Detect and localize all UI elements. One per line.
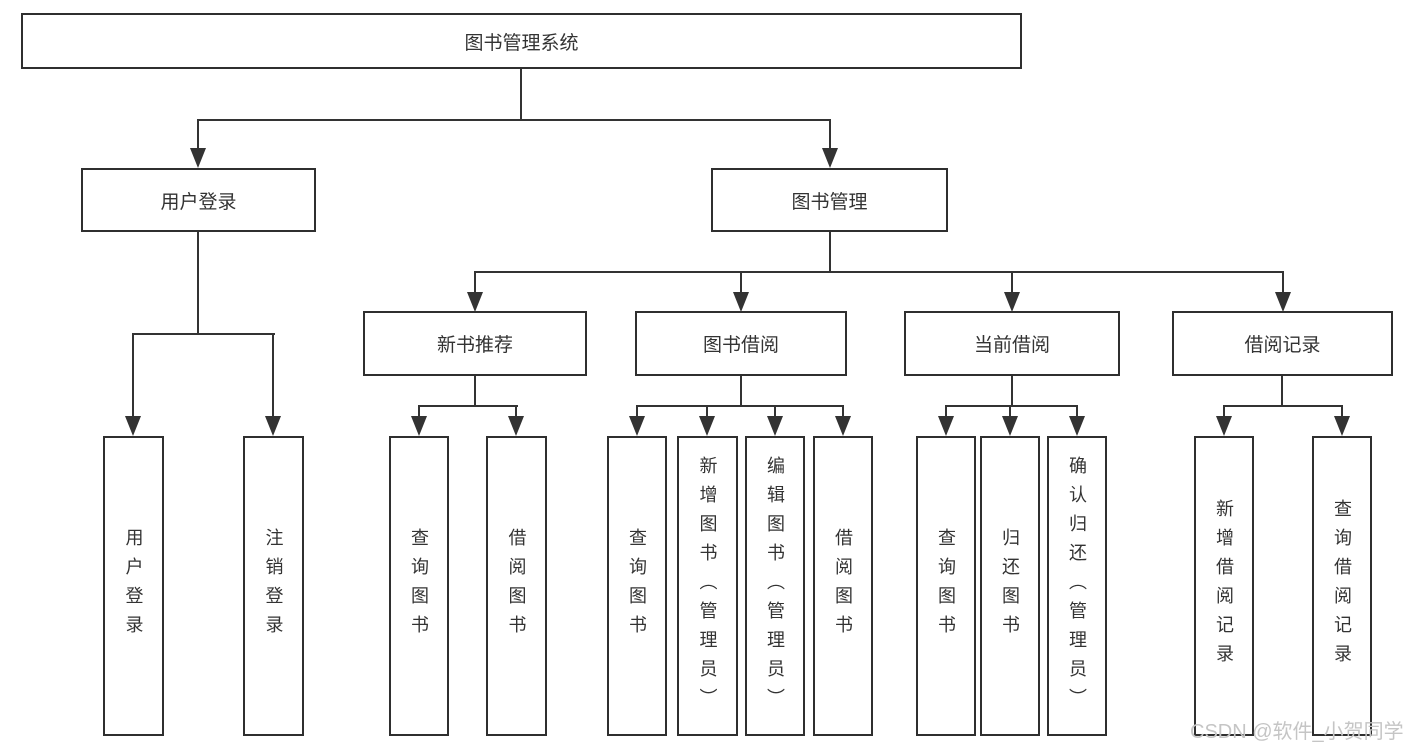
leaf-borrow-books-borrowing: 借阅图书 [813, 436, 873, 736]
line-to-leaf-edit-book [774, 407, 776, 416]
line-to-leaf-query-recommend [418, 407, 420, 416]
arrowhead-new-book-recommendation [467, 292, 483, 312]
leaf-query-borrow-record: 查询借阅记录 [1312, 436, 1372, 736]
line-records-drop [1281, 376, 1283, 407]
arrowhead-book-borrowing [733, 292, 749, 312]
leaf-return-books: 归还图书 [980, 436, 1040, 736]
node-new-book-recommendation: 新书推荐 [363, 311, 587, 376]
line-to-new-book-recommendation [474, 273, 476, 292]
leaf-edit-book-admin: 编辑图书（管理员） [745, 436, 805, 736]
line-current-drop [1011, 376, 1013, 407]
line-to-leaf-user-login [132, 335, 134, 418]
line-borrowing-drop [740, 376, 742, 407]
arrowhead-borrowing-records [1275, 292, 1291, 312]
leaf-query-books-recommend: 查询图书 [389, 436, 449, 736]
arrowhead-leaf-logout [265, 416, 281, 436]
line-to-leaf-query-current [945, 407, 947, 416]
leaf-confirm-return-admin: 确认归还（管理员） [1047, 436, 1107, 736]
line-user-login-drop [197, 232, 199, 335]
line-to-leaf-confirm-return [1076, 407, 1078, 416]
arrowhead-leaf-query-record [1334, 416, 1350, 436]
line-recommend-drop [474, 376, 476, 407]
leaf-add-borrow-record: 新增借阅记录 [1194, 436, 1254, 736]
leaf-add-book-admin: 新增图书（管理员） [677, 436, 738, 736]
line-book-management-bar [474, 271, 1284, 273]
watermark: CSDN @软件_小贺同学 [1190, 721, 1404, 743]
line-root-bar [197, 119, 831, 121]
line-records-bar [1223, 405, 1343, 407]
line-to-book-borrowing [740, 273, 742, 292]
node-book-borrowing: 图书借阅 [635, 311, 847, 376]
line-to-leaf-query-borrowing [636, 407, 638, 416]
node-book-management: 图书管理 [711, 168, 948, 232]
leaf-user-login: 用户登录 [103, 436, 164, 736]
arrowhead-leaf-borrow-borrowing [835, 416, 851, 436]
line-to-leaf-logout [272, 335, 274, 418]
arrowhead-leaf-query-borrowing [629, 416, 645, 436]
line-to-leaf-return-books [1009, 407, 1011, 416]
line-to-leaf-borrow-borrowing [842, 407, 844, 416]
line-recommend-bar [418, 405, 518, 407]
arrowhead-user-login [190, 148, 206, 168]
line-borrowing-bar [636, 405, 844, 407]
line-to-current-borrowing [1011, 273, 1013, 292]
leaf-logout: 注销登录 [243, 436, 304, 736]
arrowhead-book-management [822, 148, 838, 168]
line-to-leaf-add-record [1223, 407, 1225, 416]
line-to-user-login [197, 121, 199, 150]
arrowhead-leaf-query-current [938, 416, 954, 436]
node-root: 图书管理系统 [21, 13, 1022, 69]
line-to-leaf-borrow-recommend [515, 407, 517, 416]
line-to-leaf-add-book [706, 407, 708, 416]
arrowhead-leaf-add-book [699, 416, 715, 436]
line-to-leaf-query-record [1341, 407, 1343, 416]
arrowhead-current-borrowing [1004, 292, 1020, 312]
leaf-borrow-books-recommend: 借阅图书 [486, 436, 547, 736]
node-borrowing-records: 借阅记录 [1172, 311, 1393, 376]
line-to-borrowing-records [1282, 273, 1284, 292]
line-to-book-management [829, 121, 831, 150]
line-root-drop [520, 69, 522, 121]
leaf-query-books-borrowing: 查询图书 [607, 436, 667, 736]
arrowhead-leaf-add-record [1216, 416, 1232, 436]
arrowhead-leaf-query-recommend [411, 416, 427, 436]
node-user-login: 用户登录 [81, 168, 316, 232]
arrowhead-leaf-borrow-recommend [508, 416, 524, 436]
node-current-borrowing: 当前借阅 [904, 311, 1120, 376]
line-current-bar [945, 405, 1078, 407]
line-book-management-drop [829, 232, 831, 273]
arrowhead-leaf-confirm-return [1069, 416, 1085, 436]
arrowhead-leaf-edit-book [767, 416, 783, 436]
arrowhead-leaf-user-login [125, 416, 141, 436]
arrowhead-leaf-return-books [1002, 416, 1018, 436]
leaf-query-books-current: 查询图书 [916, 436, 976, 736]
line-user-login-bar [132, 333, 275, 335]
